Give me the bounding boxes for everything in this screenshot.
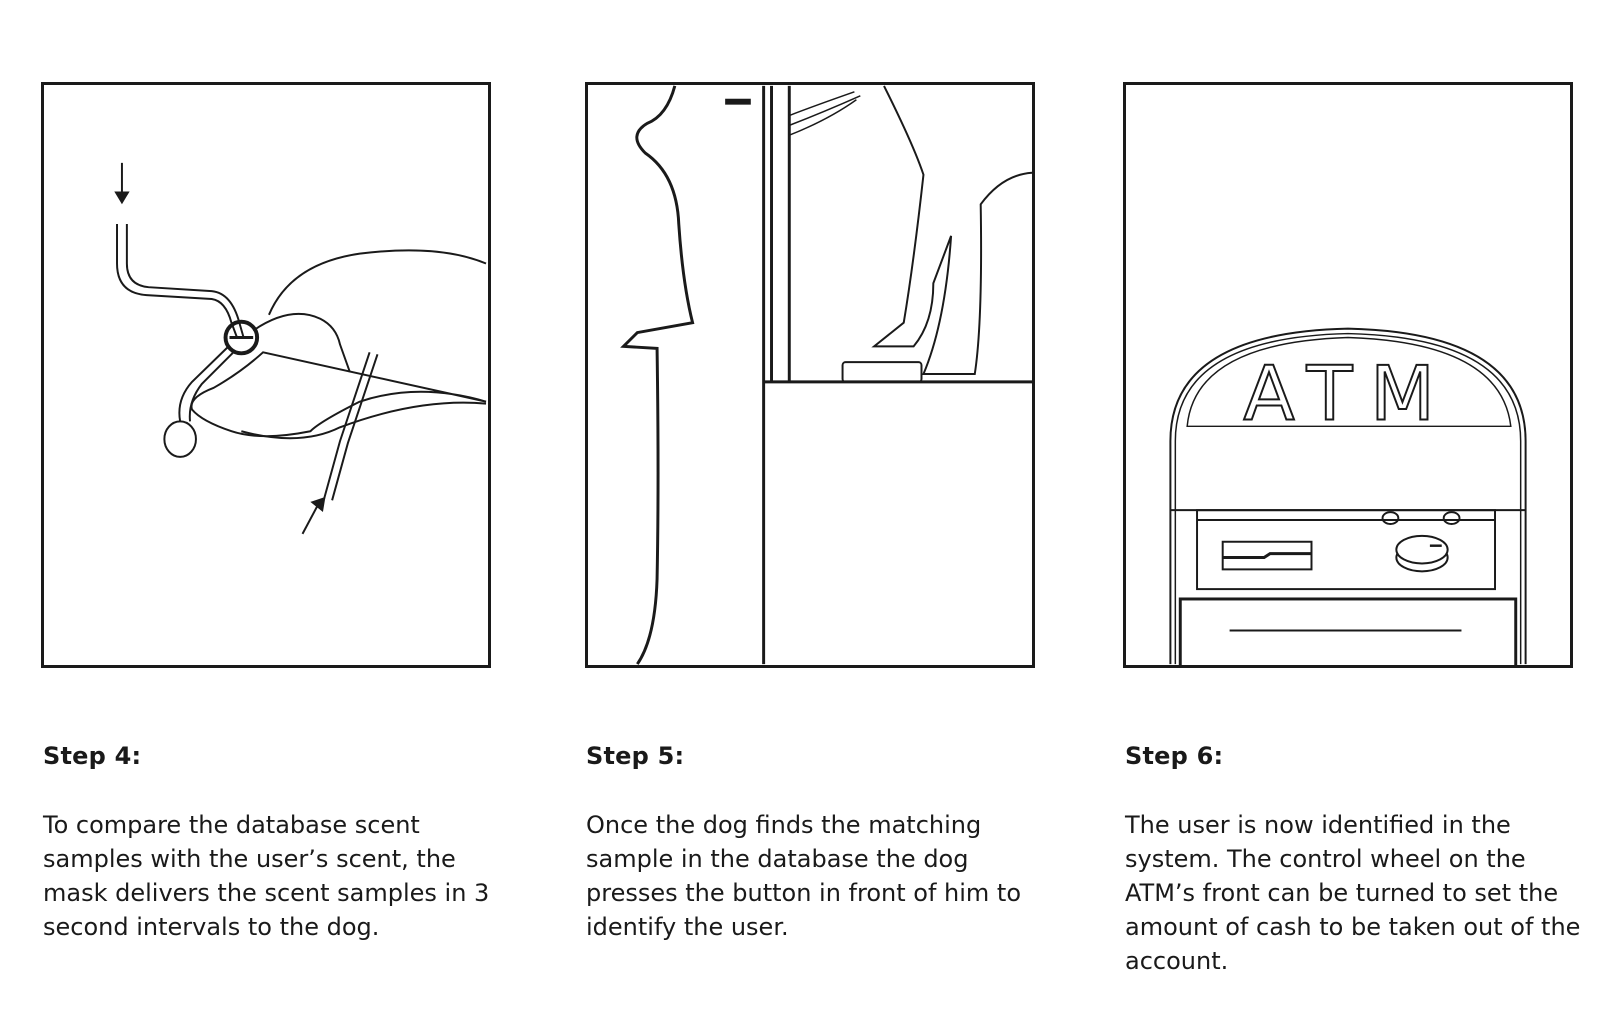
dog-head — [190, 249, 487, 438]
scent-tube — [116, 224, 239, 339]
step-label: Step 5: — [586, 742, 685, 770]
step-description: To compare the database scent samples wi… — [43, 811, 490, 941]
control-wheel-icon[interactable] — [1395, 534, 1449, 573]
step-6-illustration: ATM — [1123, 82, 1573, 668]
step-label: Step 4: — [43, 742, 142, 770]
return-tube — [323, 351, 379, 501]
atm-sign-text: ATM — [1243, 349, 1452, 437]
step-5-illustration — [585, 82, 1035, 668]
step-5-caption: Step 5: Once the dog finds the matching … — [586, 742, 1056, 944]
atm-sign-panel — [1186, 336, 1512, 428]
step-6-caption: Step 6: The user is now identified in th… — [1125, 742, 1595, 978]
arrow-up-icon — [301, 496, 326, 535]
step-description: Once the dog finds the matching sample i… — [586, 811, 1022, 941]
step-label: Step 6: — [1125, 742, 1224, 770]
scent-nozzle — [163, 420, 197, 458]
arrow-down-icon — [114, 162, 130, 205]
atm-body — [1169, 327, 1527, 665]
step-4-caption: Step 4: To compare the database scent sa… — [43, 742, 513, 944]
dog-neck — [241, 401, 487, 440]
mask-valve — [223, 319, 260, 356]
mask-strap — [252, 312, 351, 373]
cash-dispenser — [1178, 597, 1518, 665]
identify-button — [841, 361, 923, 383]
step-description: The user is now identified in the system… — [1125, 811, 1581, 975]
step-4-illustration — [41, 82, 491, 668]
atm-control-panel — [1196, 509, 1496, 591]
person-silhouette — [620, 85, 695, 665]
card-slot — [1221, 540, 1313, 571]
dog-legs — [871, 85, 1032, 375]
